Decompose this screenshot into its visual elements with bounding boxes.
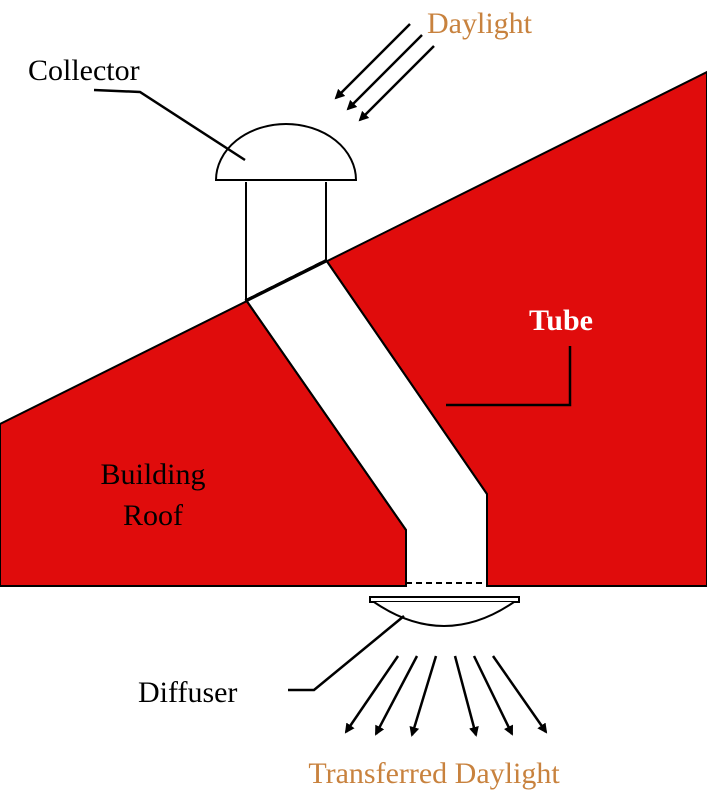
daylight-arrows xyxy=(334,23,435,122)
tube xyxy=(245,182,488,586)
transferred-arrow xyxy=(344,655,400,734)
transferred-daylight-label: Transferred Daylight xyxy=(308,757,560,790)
tube-label: Tube xyxy=(529,304,593,337)
diffuser-plate xyxy=(369,596,520,603)
daylight-arrow xyxy=(346,34,423,111)
diffuser-leader-line xyxy=(288,615,405,692)
collector-leader-line xyxy=(93,88,246,162)
transferred-arrow xyxy=(374,655,419,736)
building-roof-label-line1: Building xyxy=(100,458,205,491)
building-roof-label-line2: Roof xyxy=(123,499,183,532)
tube-roof-dashed xyxy=(245,259,327,301)
tube-right-wall xyxy=(325,182,488,586)
tube-left-wall xyxy=(245,182,407,586)
transferred-arrow xyxy=(453,655,479,737)
daylight-arrow xyxy=(358,45,435,122)
daylight-label: Daylight xyxy=(427,7,533,40)
collector-label: Collector xyxy=(28,54,140,87)
transferred-arrow xyxy=(472,655,514,736)
transferred-arrow xyxy=(409,655,438,737)
building-roof-shape xyxy=(0,70,707,587)
diffuser-label: Diffuser xyxy=(138,676,237,709)
tube-leader-line xyxy=(446,346,572,407)
transferred-arrow xyxy=(491,655,548,734)
collector-dome xyxy=(214,123,358,181)
transferred-daylight-arrows xyxy=(344,655,548,737)
diffuser-lens xyxy=(373,601,515,627)
diffuser xyxy=(369,596,520,627)
daylight-arrow xyxy=(334,23,411,100)
